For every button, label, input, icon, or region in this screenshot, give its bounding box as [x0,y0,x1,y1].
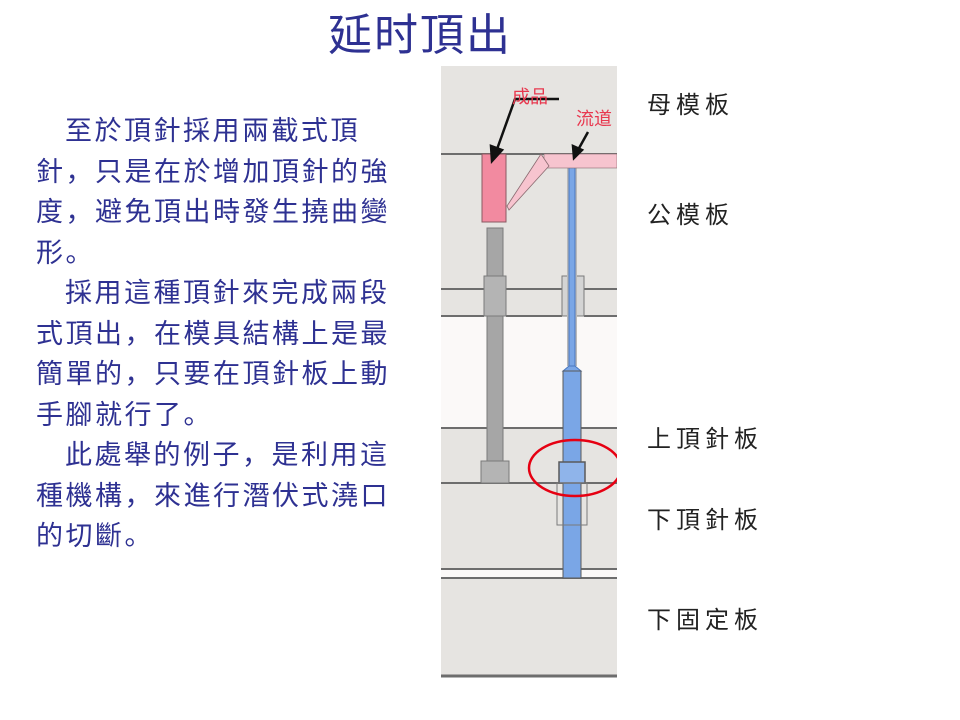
bottom-clamp-plate [441,578,617,676]
callout-product-label: 成品 [512,87,548,108]
paragraph-1: 至於頂針採用兩截式頂針，只是在於增加頂針的強度，避免頂出時發生撓曲變形。 [36,116,390,269]
product-part [481,153,507,223]
label-core-plate: 公模板 [647,201,734,229]
paragraph-3: 此處舉的例子，是利用這種機構，來進行潛伏式澆口的切斷。 [36,440,390,552]
cavity-plate [441,66,617,154]
label-lower-ejector-plate: 下頂針板 [647,506,763,534]
slide-title: 延时頂出 [328,10,512,61]
gray-ejector-pin [480,227,510,484]
lower-ejector-plate [441,483,617,569]
callout-runner-label: 流道 [576,109,612,130]
label-upper-ejector-plate: 上頂針板 [647,425,763,453]
body-text: 至於頂針採用兩截式頂針，只是在於增加頂針的強度，避免頂出時發生撓曲變形。 採用這… [36,112,408,558]
label-bottom-clamp-plate: 下固定板 [647,606,763,634]
label-cavity-plate: 母模板 [647,91,734,119]
runner-and-gate [506,153,618,211]
paragraph-2: 採用這種頂針來完成兩段式頂出，在模具結構上是最簡單的，只要在頂針板上動手腳就行了… [36,278,390,431]
mold-ejection-diagram [441,66,623,680]
blue-ejector-pin [556,160,588,579]
callout-arrows [489,97,590,165]
